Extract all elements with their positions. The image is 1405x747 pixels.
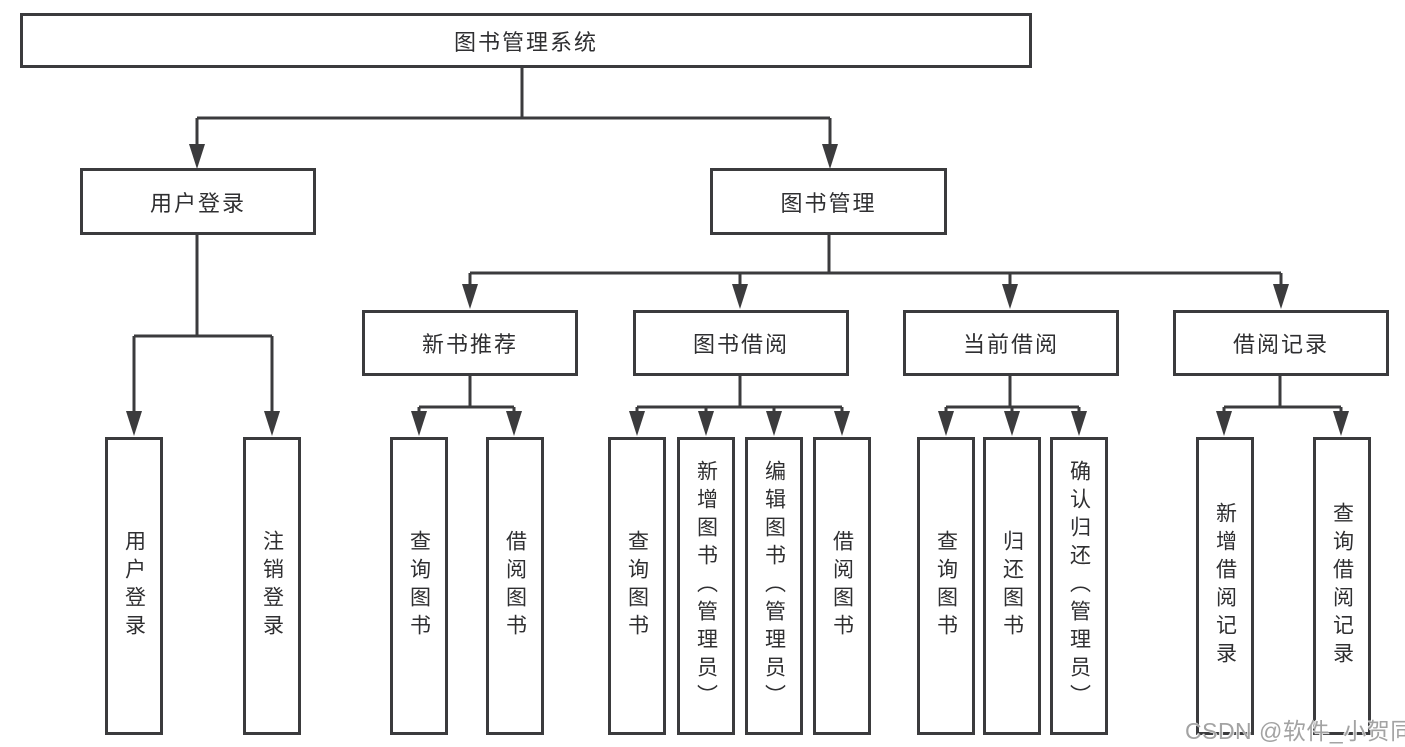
node-current-borrowing-label: 当前借阅	[962, 332, 1059, 357]
node-borrowing-records: 借阅记录	[1173, 310, 1389, 376]
leaf-add-books-admin: 新增图书（管理员）	[677, 437, 735, 735]
node-book-management: 图书管理	[710, 168, 947, 235]
connector-current-borrowing-to-leaves	[938, 376, 1087, 436]
node-book-management-label: 图书管理	[780, 190, 877, 216]
leaf-query-borrow-record-label: 查询借阅记录	[1330, 502, 1354, 670]
leaf-confirm-return-admin: 确认归还（管理员）	[1050, 437, 1108, 735]
connector-user-login-to-leaves	[126, 235, 280, 436]
node-root-system: 图书管理系统	[20, 13, 1032, 68]
leaf-return-books: 归还图书	[983, 437, 1041, 735]
leaf-query-books-borrowing: 查询图书	[608, 437, 666, 735]
leaf-logout: 注销登录	[243, 437, 301, 735]
connector-book-borrowing-to-leaves	[629, 376, 850, 436]
leaf-query-books-current-label: 查询图书	[934, 530, 958, 642]
node-root-system-label: 图书管理系统	[453, 29, 598, 55]
leaf-logout-label: 注销登录	[260, 530, 284, 642]
leaf-user-login-label: 用户登录	[122, 530, 146, 642]
leaf-borrow-books-label: 借阅图书	[830, 530, 854, 642]
connector-book-management-to-level2	[462, 235, 1289, 309]
node-book-borrowing-label: 图书借阅	[692, 332, 789, 357]
leaf-user-login: 用户登录	[105, 437, 163, 735]
leaf-borrow-books-recommend-label: 借阅图书	[503, 530, 527, 642]
leaf-query-books-borrowing-label: 查询图书	[625, 530, 649, 642]
node-new-book-recommend-label: 新书推荐	[421, 332, 518, 357]
node-current-borrowing: 当前借阅	[903, 310, 1119, 376]
leaf-borrow-books: 借阅图书	[813, 437, 871, 735]
node-user-login-label: 用户登录	[149, 190, 246, 216]
leaf-edit-books-admin-label: 编辑图书（管理员）	[762, 460, 786, 712]
leaf-add-books-admin-label: 新增图书（管理员）	[694, 460, 718, 712]
connector-new-book-recommend-to-leaves	[411, 376, 522, 436]
leaf-query-books-recommend: 查询图书	[390, 437, 448, 735]
csdn-watermark: CSDN @软件_小贺同学	[1185, 718, 1405, 744]
leaf-confirm-return-admin-label: 确认归还（管理员）	[1067, 460, 1091, 712]
leaf-add-borrow-record: 新增借阅记录	[1196, 437, 1254, 735]
leaf-query-books-current: 查询图书	[917, 437, 975, 735]
leaf-add-borrow-record-label: 新增借阅记录	[1213, 502, 1237, 670]
leaf-borrow-books-recommend: 借阅图书	[486, 437, 544, 735]
leaf-query-borrow-record: 查询借阅记录	[1313, 437, 1371, 735]
connector-root-to-level1	[189, 68, 838, 169]
node-user-login: 用户登录	[80, 168, 316, 235]
node-book-borrowing: 图书借阅	[633, 310, 849, 376]
node-new-book-recommend: 新书推荐	[362, 310, 578, 376]
leaf-edit-books-admin: 编辑图书（管理员）	[745, 437, 803, 735]
leaf-return-books-label: 归还图书	[1000, 530, 1024, 642]
leaf-query-books-recommend-label: 查询图书	[407, 530, 431, 642]
node-borrowing-records-label: 借阅记录	[1232, 332, 1329, 357]
connector-borrowing-records-to-leaves	[1216, 376, 1349, 436]
